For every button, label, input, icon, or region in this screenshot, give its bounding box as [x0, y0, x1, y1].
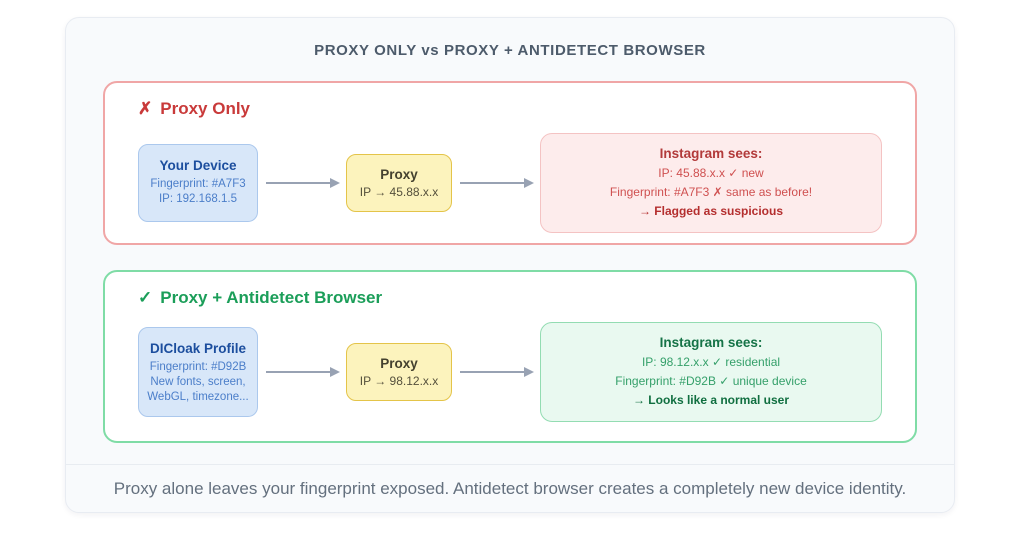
result-fingerprint-line: Fingerprint: #A7F3 ✗ same as before!: [609, 185, 813, 199]
instagram-result-node-bad: Instagram sees: IP: 45.88.x.x ✓ new Fing…: [540, 133, 882, 233]
section-proxy-only: ✗ Proxy Only Your Device Fingerprint: #A…: [103, 81, 917, 245]
proxy-node: Proxy IP → 45.88.x.x: [346, 154, 452, 212]
footer: Proxy alone leaves your fingerprint expo…: [66, 464, 954, 512]
instagram-result-node-good: Instagram sees: IP: 98.12.x.x ✓ resident…: [540, 322, 882, 422]
section-proxy-antidetect: ✓ Proxy + Antidetect Browser DICloak Pro…: [103, 270, 917, 443]
footer-caption: Proxy alone leaves your fingerprint expo…: [113, 478, 907, 498]
flow-proxy-only: Your Device Fingerprint: #A7F3 IP: 192.1…: [138, 133, 882, 233]
proxy-ip: IP → 45.88.x.x: [359, 185, 439, 199]
diagram-title: PROXY ONLY vs PROXY + ANTIDETECT BROWSER: [314, 42, 706, 59]
result-ip-line: IP: 98.12.x.x ✓ residential: [641, 355, 781, 369]
proxy-node-title: Proxy: [380, 356, 418, 371]
device-extra: WebGL, timezone...: [147, 391, 249, 403]
proxy-node-title: Proxy: [380, 167, 418, 182]
proxy-ip: IP → 98.12.x.x: [359, 374, 439, 388]
arrow-right-icon: [460, 178, 534, 188]
x-icon: ✗: [138, 99, 153, 118]
device-fingerprint: Fingerprint: #A7F3: [150, 178, 246, 190]
arrow-right-icon: [266, 367, 340, 377]
device-extra: New fonts, screen,: [150, 376, 246, 388]
comparison-card: PROXY ONLY vs PROXY + ANTIDETECT BROWSER…: [65, 17, 955, 513]
section-heading-label: Proxy Only: [160, 99, 251, 118]
device-node-title: Your Device: [159, 158, 237, 173]
result-node-title: Instagram sees:: [659, 335, 763, 350]
result-verdict-line: → Flagged as suspicious: [638, 204, 784, 218]
device-ip: IP: 192.168.1.5: [158, 193, 237, 205]
arrow-right-icon: [266, 178, 340, 188]
device-fingerprint: Fingerprint: #D92B: [149, 361, 247, 373]
proxy-node: Proxy IP → 98.12.x.x: [346, 343, 452, 401]
result-ip-line: IP: 45.88.x.x ✓ new: [658, 166, 764, 180]
section-proxy-antidetect-heading: ✓ Proxy + Antidetect Browser: [138, 288, 882, 308]
result-node-title: Instagram sees:: [659, 146, 763, 161]
dicloak-profile-node: DICloak Profile Fingerprint: #D92B New f…: [138, 327, 258, 417]
result-verdict-line: → Looks like a normal user: [632, 393, 790, 407]
section-heading-label: Proxy + Antidetect Browser: [160, 288, 383, 307]
check-icon: ✓: [138, 288, 153, 307]
result-fingerprint-line: Fingerprint: #D92B ✓ unique device: [615, 374, 807, 388]
your-device-node: Your Device Fingerprint: #A7F3 IP: 192.1…: [138, 144, 258, 222]
device-node-title: DICloak Profile: [149, 341, 247, 356]
flow-proxy-antidetect: DICloak Profile Fingerprint: #D92B New f…: [138, 322, 882, 422]
arrow-right-icon: [460, 367, 534, 377]
section-proxy-only-heading: ✗ Proxy Only: [138, 99, 882, 119]
